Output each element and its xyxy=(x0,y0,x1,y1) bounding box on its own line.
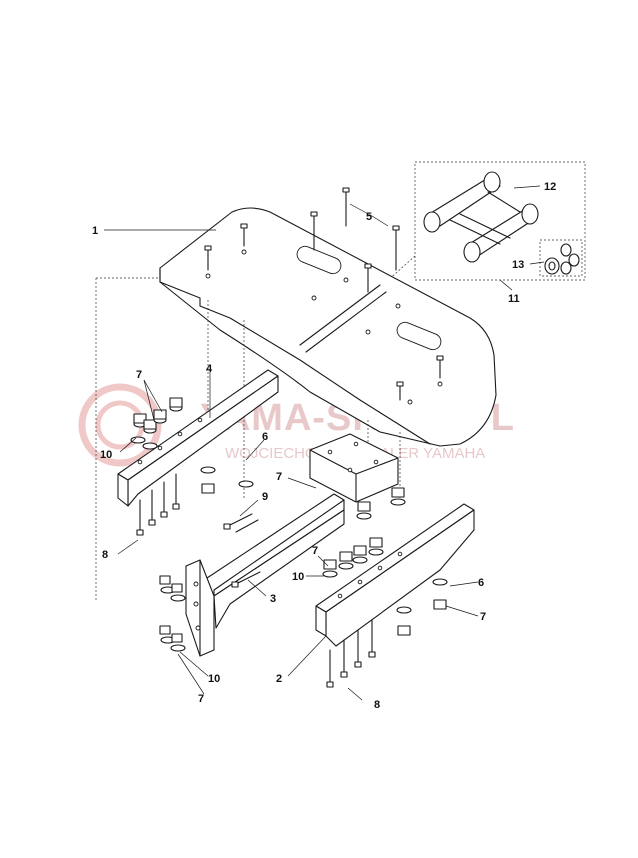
bolts-part-8-left xyxy=(136,466,254,536)
bolts-part-8-right xyxy=(326,619,376,688)
callout-7-topleft: 7 xyxy=(136,369,142,381)
leader-lines xyxy=(104,185,545,701)
callout-5: 5 xyxy=(366,211,372,223)
watermark-logo-icon xyxy=(78,383,162,467)
callout-4: 4 xyxy=(206,363,213,375)
top-panel-part-1 xyxy=(159,207,497,447)
left-bracket-part-4 xyxy=(117,369,279,507)
callout-8-right: 8 xyxy=(374,699,380,711)
bolts-part-5 xyxy=(204,187,444,401)
fastener-cluster-left xyxy=(130,397,183,450)
callout-3: 3 xyxy=(270,593,276,605)
callout-9: 9 xyxy=(262,491,268,503)
bolts-part-9 xyxy=(223,513,261,588)
callout-10-right: 10 xyxy=(292,571,304,583)
callout-7-bottom: 7 xyxy=(198,693,204,705)
strut-part-3 xyxy=(185,433,399,657)
fastener-cluster-right xyxy=(322,487,448,636)
callout-11: 11 xyxy=(508,293,520,305)
callouts: 1 2 3 4 5 6 6 7 7 7 7 7 8 8 9 10 10 10 1… xyxy=(92,181,556,711)
callout-10-left: 10 xyxy=(100,449,112,461)
callout-13: 13 xyxy=(512,259,524,271)
callout-6-right: 6 xyxy=(478,577,484,589)
callout-12: 12 xyxy=(544,181,556,193)
fastener-cluster-strut xyxy=(159,575,186,652)
inset-part-12 xyxy=(423,171,539,263)
inset-part-13 xyxy=(539,239,583,277)
callout-2: 2 xyxy=(276,673,282,685)
callout-7-center: 7 xyxy=(276,471,282,483)
callout-8-left: 8 xyxy=(102,549,108,561)
callout-7-mid: 7 xyxy=(312,545,318,557)
callout-10-bottom: 10 xyxy=(208,673,220,685)
callout-7-right: 7 xyxy=(480,611,486,623)
callout-6-top: 6 xyxy=(262,431,268,443)
callout-1: 1 xyxy=(92,225,98,237)
